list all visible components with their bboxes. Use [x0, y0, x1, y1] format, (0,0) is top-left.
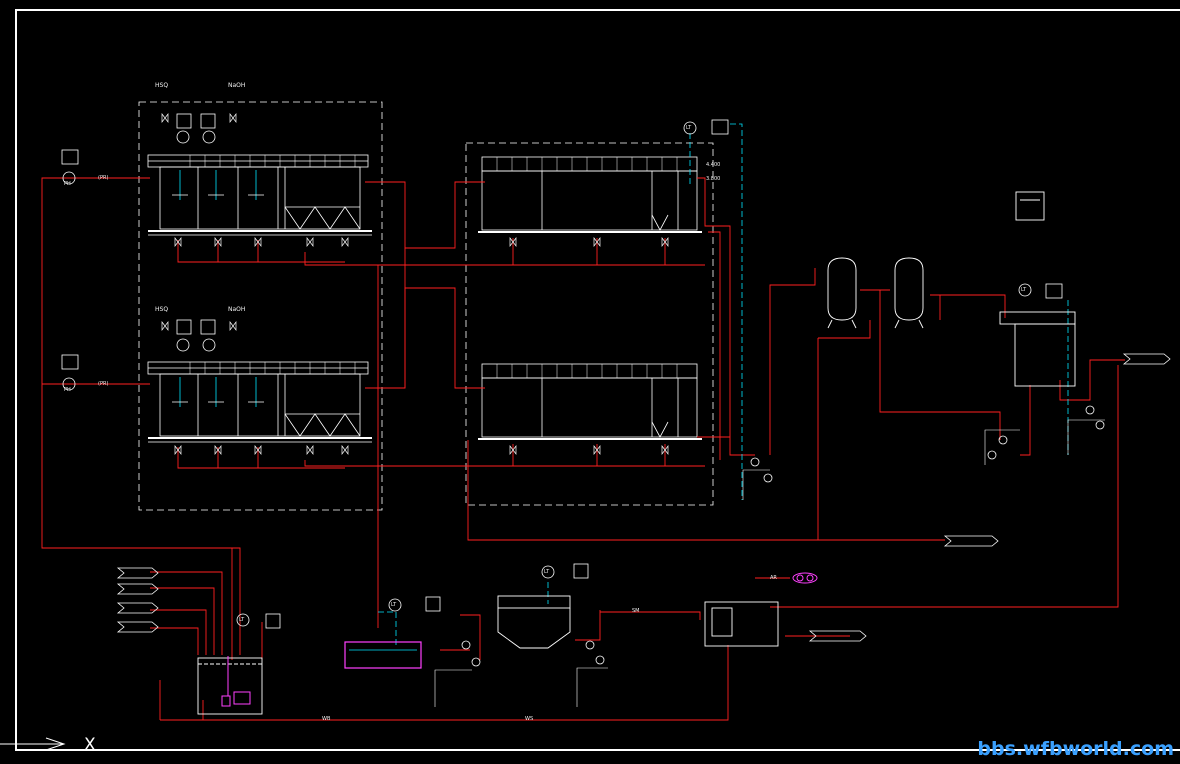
pipe-tag-air: AR — [770, 575, 777, 581]
valve-icon — [341, 236, 349, 248]
valve-icon — [174, 236, 182, 248]
pipe-tag-feed-mid: (PR) — [98, 381, 109, 387]
valve-icon — [661, 444, 669, 456]
group-boundaries — [138, 101, 714, 511]
axis-x-label: X — [84, 735, 96, 755]
pump-symbols — [461, 405, 1105, 667]
instrument-tag-ph-b: PH — [64, 387, 71, 393]
product-tank — [999, 191, 1076, 387]
valve-icon — [174, 444, 182, 456]
instrument-tag-lt-b: LT — [1021, 287, 1027, 293]
valve-icon — [593, 236, 601, 248]
valve-icon — [661, 236, 669, 248]
chem-label-acid-mid: HSQ — [155, 306, 169, 313]
instrument-tag-lt-c: LT — [544, 569, 550, 575]
pressure-vessels — [827, 257, 924, 329]
blower — [792, 572, 818, 584]
valve-icon — [593, 444, 601, 456]
pipe-tag-return-left: WB — [322, 716, 331, 722]
valve-symbols — [161, 112, 669, 456]
sump-tank — [344, 641, 422, 669]
valve-icon — [161, 112, 169, 124]
watermark: bbs.wfbworld.com — [977, 738, 1174, 760]
signal-lines — [378, 123, 1069, 645]
valve-icon — [306, 236, 314, 248]
filter-unit-top — [478, 156, 702, 233]
pipe-tag-return-mid: WS — [525, 716, 534, 722]
valve-icon — [509, 236, 517, 248]
valve-icon — [306, 444, 314, 456]
reactor-unit-mid — [147, 361, 372, 443]
valve-icon — [254, 444, 262, 456]
instrument-tag-lt-a: LT — [686, 125, 692, 131]
valve-icon — [341, 444, 349, 456]
bottom-equipment — [197, 595, 779, 715]
pump-skid-hatches — [434, 419, 1105, 707]
filter-unit-mid — [478, 363, 702, 440]
valve-icon — [229, 112, 237, 124]
level-mark-bottom: 3.800 — [706, 176, 721, 182]
drawing-frame — [15, 9, 1180, 751]
chem-label-base-mid: NaOH — [228, 306, 246, 313]
instrument-bubbles — [61, 113, 1063, 629]
instrument-tag-lt-e: LT — [239, 617, 245, 623]
valve-icon — [161, 320, 169, 332]
chem-label-acid-top: HSQ — [155, 82, 169, 89]
level-mark-top: 4.400 — [706, 162, 721, 168]
instrument-tag-lt-d: LT — [391, 602, 397, 608]
reactor-unit-top — [147, 154, 372, 236]
pipe-tag-feed-top: (PR) — [98, 175, 109, 181]
valve-icon — [509, 444, 517, 456]
instrument-tag-ph-a: PH — [64, 181, 71, 187]
valve-icon — [214, 444, 222, 456]
valve-icon — [254, 236, 262, 248]
chem-label-base-top: NaOH — [228, 82, 246, 89]
process-piping — [41, 177, 1125, 721]
valve-icon — [214, 236, 222, 248]
agitator-motors — [221, 656, 251, 707]
valve-icon — [229, 320, 237, 332]
pipe-tag-sludge: SM — [632, 608, 640, 614]
ucs-icon — [0, 737, 66, 751]
offsheet-connectors — [116, 353, 1171, 642]
